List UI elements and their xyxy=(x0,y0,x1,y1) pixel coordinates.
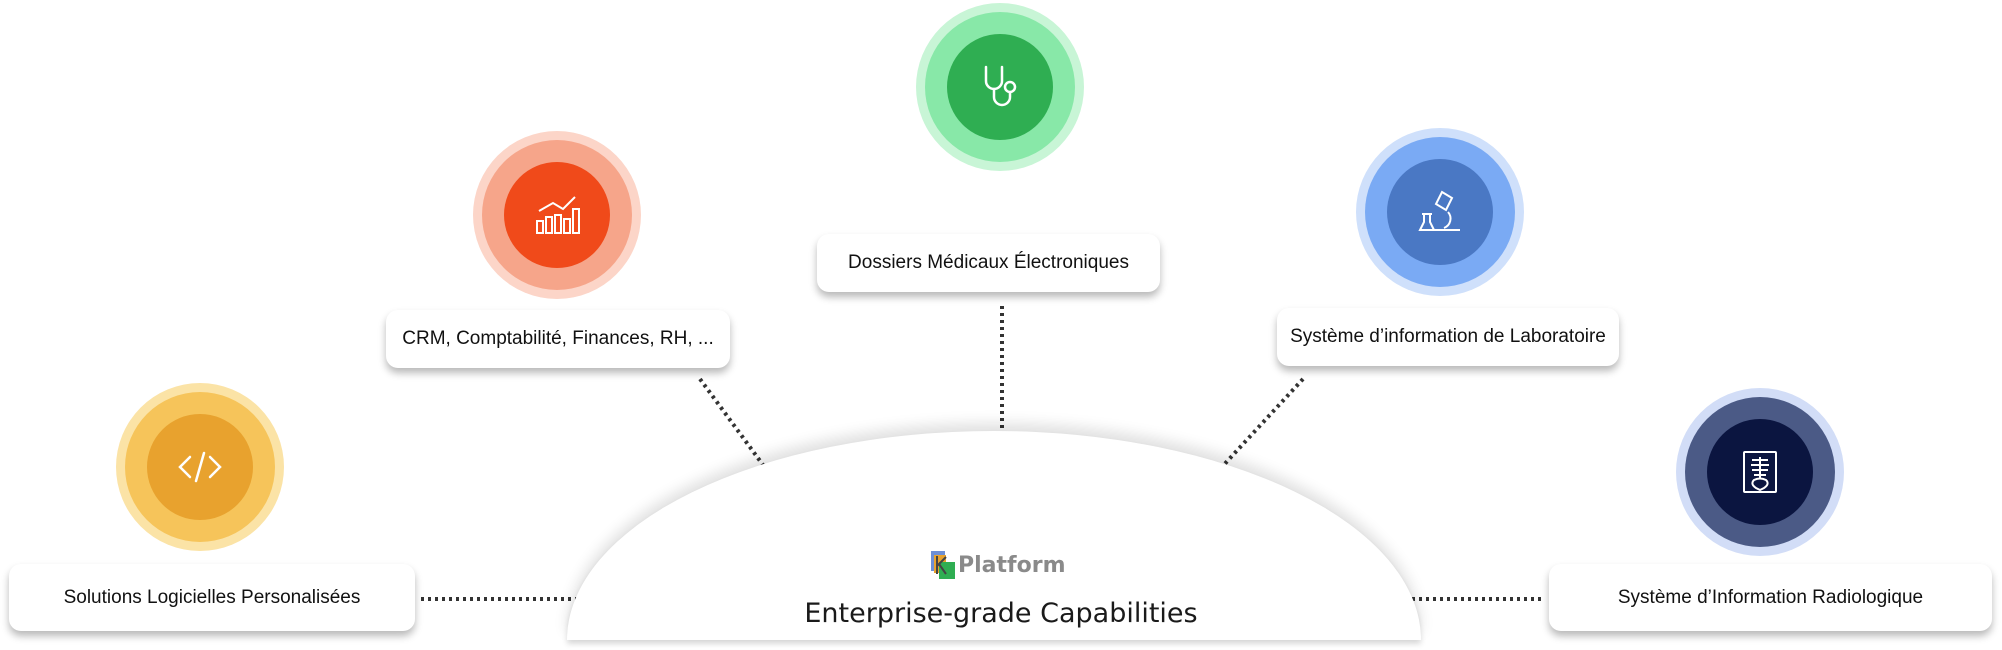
connector-upper-left xyxy=(698,377,768,471)
node-label: Système d’information de Laboratoire xyxy=(1290,326,1606,347)
connector-upper-right xyxy=(1218,377,1305,471)
node-lab-circle xyxy=(1356,128,1524,296)
node-custom-software-label: Solutions Logicielles Personalisées xyxy=(9,564,415,631)
node-custom-software-circle xyxy=(116,383,284,551)
platform-logo: Platform xyxy=(930,550,1066,580)
node-label: Système d’Information Radiologique xyxy=(1617,586,1924,608)
node-emr-label: Dossiers Médicaux Électroniques xyxy=(817,234,1160,292)
node-crm-label: CRM, Comptabilité, Finances, RH, ... xyxy=(386,310,730,368)
stethoscope-icon xyxy=(984,65,1017,107)
node-label: Solutions Logicielles Personalisées xyxy=(63,586,361,608)
k-logo-icon xyxy=(931,551,955,579)
code-icon xyxy=(178,451,222,483)
node-crm-circle xyxy=(473,131,641,299)
xray-icon xyxy=(1743,451,1777,493)
logo-text: Platform xyxy=(958,552,1066,578)
node-lab-label: Système d’information de Laboratoire xyxy=(1277,308,1619,366)
node-label: Dossiers Médicaux Électroniques xyxy=(848,252,1129,273)
node-label: CRM, Comptabilité, Finances, RH, ... xyxy=(402,328,714,349)
node-radiology-circle xyxy=(1676,388,1844,556)
node-radiology-label: Système d’Information Radiologique xyxy=(1549,564,1992,631)
node-emr-circle xyxy=(916,3,1084,171)
center-title: Enterprise-grade Capabilities xyxy=(804,598,1198,629)
microscope-icon xyxy=(1418,190,1460,231)
chart-growth-icon xyxy=(536,196,580,234)
